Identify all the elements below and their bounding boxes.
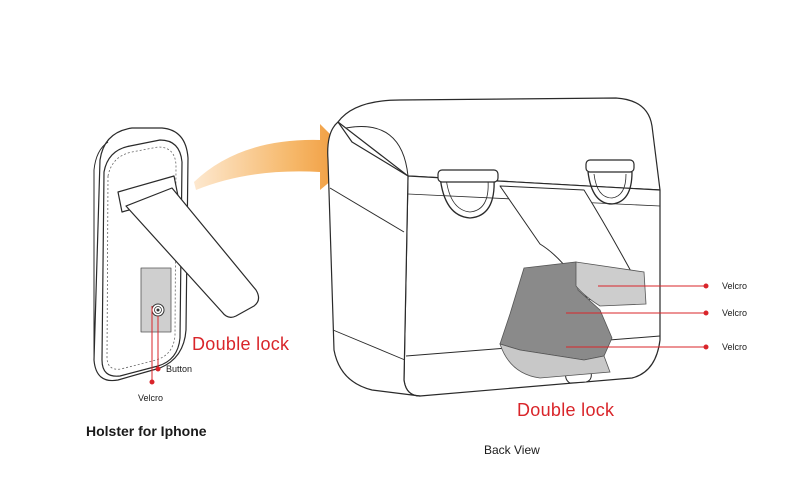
bag-velcro-label-top: Velcro — [722, 281, 748, 291]
bag-pointers — [566, 283, 709, 350]
transfer-arrow — [194, 124, 356, 190]
holster-velcro-label: Velcro — [138, 393, 164, 403]
bag-double-lock-label: Double lock — [517, 400, 615, 420]
holster-caption: Holster for Iphone — [86, 423, 207, 439]
bag-velcro-label-middle: Velcro — [722, 308, 748, 318]
holster-button-label: Button — [166, 364, 193, 374]
holster-double-lock-label: Double lock — [192, 334, 290, 354]
holster-drawing — [93, 127, 260, 382]
bag-velcro-label-bottom: Velcro — [722, 342, 748, 352]
holster-pointers — [149, 306, 161, 385]
bag-drawing — [327, 97, 661, 397]
bag-caption: Back View — [484, 443, 540, 457]
bag-velcro-patches — [499, 261, 647, 379]
